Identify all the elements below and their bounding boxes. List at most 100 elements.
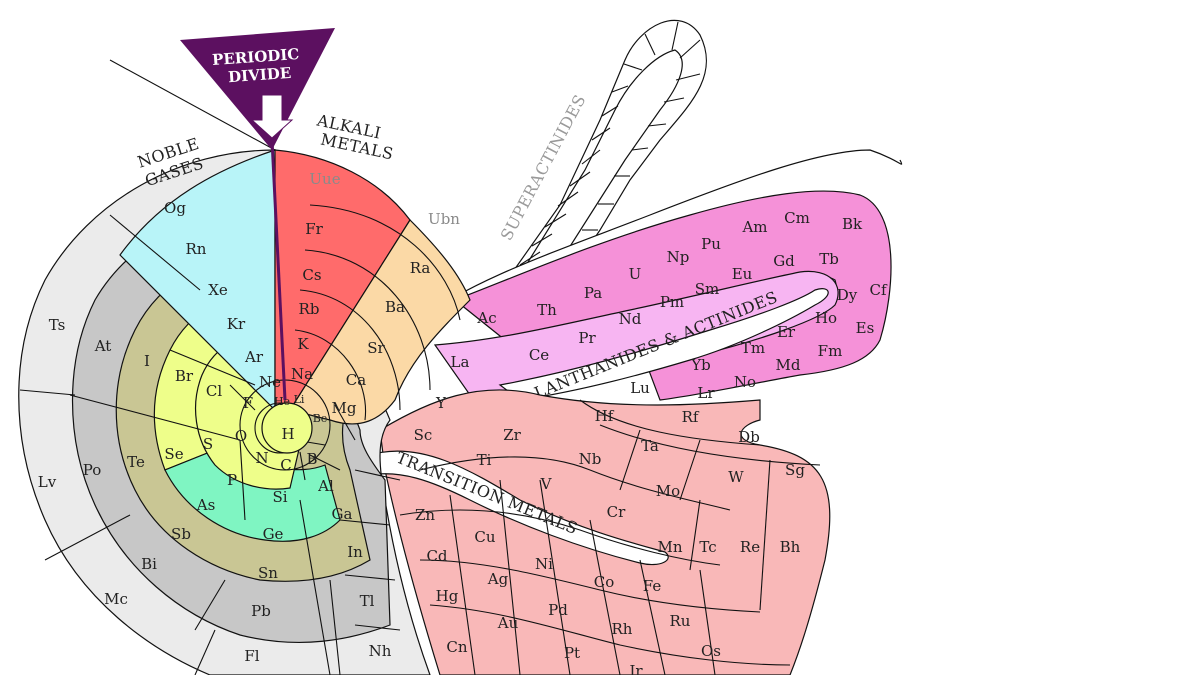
element-nh: Nh — [369, 642, 392, 660]
element-pm: Pm — [660, 293, 684, 311]
element-y: Y — [435, 394, 447, 412]
element-fe: Fe — [643, 577, 662, 595]
element-u: U — [629, 265, 642, 283]
element-s: S — [203, 435, 213, 453]
element-xe: Xe — [208, 281, 228, 299]
element-ac: Ac — [476, 309, 496, 327]
periodic-divide-triangle — [180, 28, 335, 150]
element-tb: Tb — [819, 250, 839, 268]
element-no: No — [734, 373, 756, 391]
element-n: N — [255, 449, 268, 467]
element-na: Na — [291, 365, 313, 383]
element-lv: Lv — [38, 473, 57, 491]
element-ge: Ge — [263, 525, 284, 543]
element-b: B — [306, 450, 317, 468]
element-pd: Pd — [548, 601, 568, 619]
element-cd: Cd — [426, 547, 447, 565]
element-bi: Bi — [141, 555, 157, 573]
element-cr: Cr — [607, 503, 626, 521]
element-h: H — [281, 425, 294, 443]
element-hg: Hg — [436, 587, 459, 605]
element-dy: Dy — [837, 286, 858, 304]
element-pb: Pb — [251, 602, 271, 620]
element-ts: Ts — [49, 316, 66, 334]
element-rh: Rh — [612, 620, 633, 638]
element-bh: Bh — [780, 538, 801, 556]
element-pr: Pr — [578, 329, 596, 347]
element-kr: Kr — [227, 315, 246, 333]
spiral-core — [18, 59, 471, 676]
element-ubn: Ubn — [428, 210, 460, 228]
element-p: P — [227, 471, 237, 489]
element-ba: Ba — [385, 298, 405, 316]
element-am: Am — [741, 218, 767, 236]
element-be: Be — [313, 412, 328, 425]
element-sg: Sg — [785, 461, 805, 479]
transition-metals-arm: TRANSITION METALS — [369, 389, 831, 676]
element-np: Np — [667, 248, 690, 266]
element-o: O — [235, 427, 247, 445]
element-zn: Zn — [415, 506, 435, 524]
element-ne: Ne — [259, 373, 281, 391]
element-ti: Ti — [477, 451, 492, 469]
periodic-divide-marker: PERIODIC DIVIDE — [180, 28, 335, 401]
element-mo: Mo — [656, 482, 680, 500]
element-rb: Rb — [299, 300, 320, 318]
element-sm: Sm — [695, 280, 720, 298]
transition-grid — [399, 399, 821, 676]
element-si: Si — [272, 488, 287, 506]
element-c: C — [280, 456, 291, 474]
element-as: As — [196, 496, 216, 514]
element-tm: Tm — [741, 339, 765, 357]
element-sb: Sb — [171, 525, 191, 543]
element-k: K — [297, 335, 309, 353]
element-rf: Rf — [682, 408, 700, 426]
element-f: F — [243, 394, 253, 412]
superactinides-hatching — [507, 21, 701, 285]
alkaline-earth-wedge — [289, 219, 471, 425]
element-th: Th — [537, 301, 557, 319]
element-pt: Pt — [564, 644, 580, 662]
element-fr: Fr — [305, 220, 323, 238]
element-rn: Rn — [186, 240, 207, 258]
element-gd: Gd — [773, 252, 795, 270]
element-br: Br — [175, 367, 194, 385]
element-cl: Cl — [206, 382, 222, 400]
element-fm: Fm — [818, 342, 843, 360]
superactinides-inner — [518, 49, 683, 276]
element-os: Os — [701, 642, 721, 660]
element-in: In — [347, 543, 363, 561]
element-ga: Ga — [332, 505, 353, 523]
element-cn: Cn — [446, 638, 467, 656]
element-er: Er — [777, 323, 796, 341]
element-li: Li — [294, 393, 305, 406]
hydrogen-cell — [261, 402, 313, 454]
element-ag: Ag — [487, 570, 509, 588]
lanthanides-actinides-gap — [498, 288, 829, 401]
element-db: Db — [738, 428, 760, 446]
element-ra: Ra — [410, 259, 431, 277]
element-mn: Mn — [657, 538, 682, 556]
element-al: Al — [317, 477, 334, 495]
element-sr: Sr — [367, 339, 385, 357]
element-mc: Mc — [104, 590, 128, 608]
element-lu: Lu — [630, 379, 650, 397]
element-pa: Pa — [584, 284, 602, 302]
element-ir: Ir — [629, 662, 643, 675]
element-md: Md — [776, 356, 801, 374]
element-po: Po — [83, 461, 102, 479]
element-re: Re — [740, 538, 760, 556]
element-og: Og — [164, 199, 186, 217]
element-cm: Cm — [784, 209, 810, 227]
element-ce: Ce — [529, 346, 549, 364]
element-te: Te — [127, 453, 145, 471]
element-tc: Tc — [699, 538, 716, 556]
element-nb: Nb — [579, 450, 602, 468]
element-lr: Lr — [697, 384, 715, 402]
element-he: He — [274, 395, 290, 408]
transition-band — [379, 389, 831, 676]
element-cs: Cs — [302, 266, 321, 284]
element-w: W — [728, 468, 744, 486]
